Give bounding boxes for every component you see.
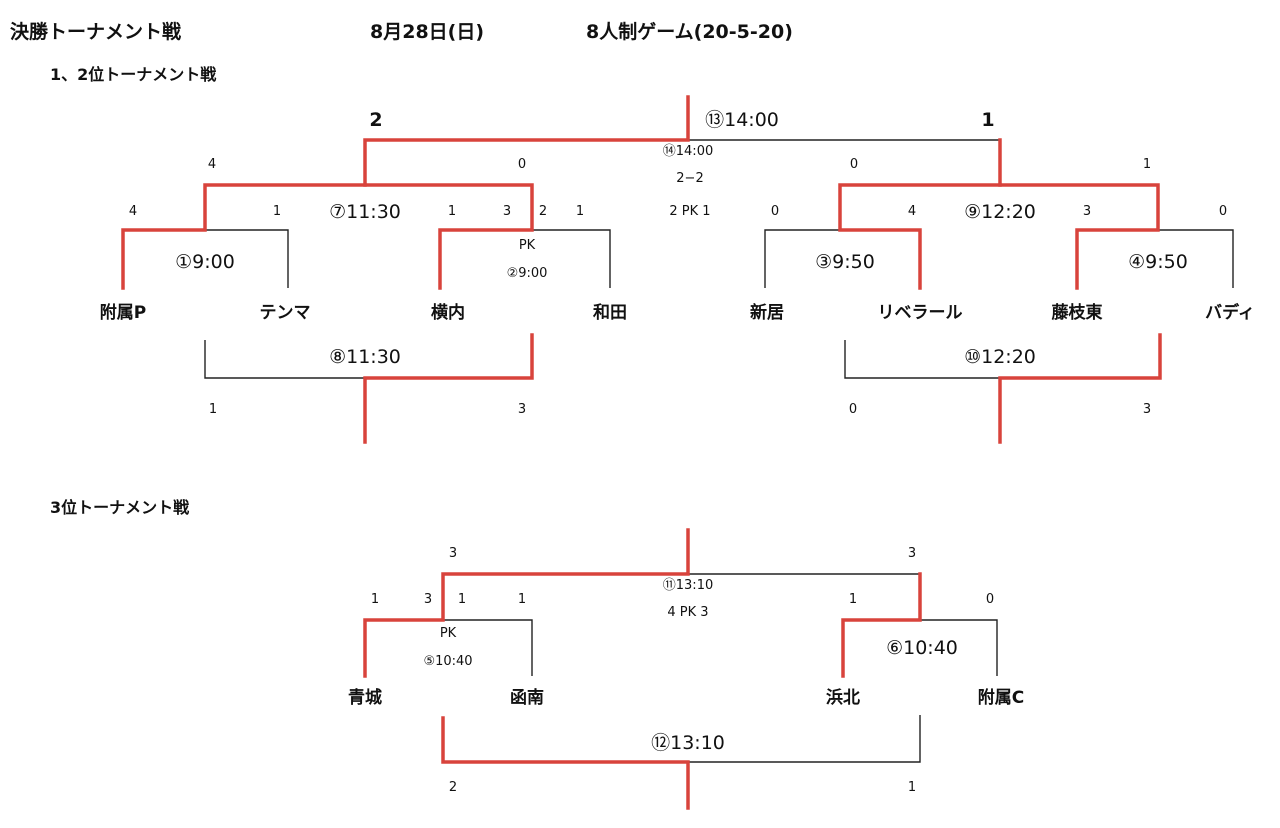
match-label-2: ②9:00 <box>507 266 548 281</box>
section2-teams: 青城 函南 浜北 附属C <box>348 687 1024 708</box>
team-name: 藤枝東 <box>1052 302 1103 323</box>
score: 0 <box>518 157 526 172</box>
team-name: リベラール <box>878 303 963 323</box>
team-name: 和田 <box>593 303 627 323</box>
match-label-14: ⑭14:00 <box>663 144 713 159</box>
score: 3 <box>424 592 432 607</box>
section1-scores: 4 1 1 3 2 1 0 4 3 0 4 0 0 1 2 1 1 3 0 3 <box>129 109 1227 417</box>
line-m10-left <box>844 340 1000 379</box>
score: 0 <box>850 157 858 172</box>
match-label-6: ⑥10:40 <box>886 637 958 659</box>
score: 3 <box>1083 204 1091 219</box>
match-label-13: ⑬14:00 <box>705 109 779 131</box>
line-m2-right <box>532 229 611 288</box>
team-name: 函南 <box>510 687 544 708</box>
score: 2 <box>539 204 547 219</box>
match-pk-14: 2 PK 1 <box>669 204 710 219</box>
section2-bracket-lines <box>363 528 998 810</box>
score: 3 <box>503 204 511 219</box>
path-fujiedahigashi <box>998 138 1160 290</box>
score: 4 <box>208 157 216 172</box>
score: 0 <box>771 204 779 219</box>
match-label-5: ⑤10:40 <box>423 654 472 669</box>
team-name: 横内 <box>431 302 465 323</box>
line-m4-right <box>1158 229 1234 288</box>
match-pk-2: PK <box>519 238 536 253</box>
match-label-12: ⑫13:10 <box>651 732 725 754</box>
match-label-11: ⑪13:10 <box>663 578 713 593</box>
match-label-8: ⑧11:30 <box>329 346 401 368</box>
team-name: テンマ <box>260 303 311 323</box>
score: 1 <box>849 592 857 607</box>
path-hamakita <box>841 572 922 678</box>
match-label-3: ③9:50 <box>815 251 875 273</box>
team-name: 附属C <box>978 687 1024 708</box>
score: 1 <box>448 204 456 219</box>
path-seijo <box>363 528 690 678</box>
team-name: 浜北 <box>826 688 860 708</box>
score: 1 <box>576 204 584 219</box>
line-m6-right <box>920 619 998 676</box>
score: 1 <box>458 592 466 607</box>
line-m11-right <box>688 573 921 620</box>
match-pk-5: PK <box>440 626 457 641</box>
team-name: 附属P <box>100 302 146 323</box>
score: 1 <box>908 780 916 795</box>
match-label-4: ④9:50 <box>1128 251 1188 273</box>
match-label-10: ⑩12:20 <box>964 346 1036 368</box>
path-m10 <box>998 333 1162 444</box>
page-title: 決勝トーナメント戦 <box>10 20 181 43</box>
line-m12-right <box>688 715 921 763</box>
score: 3 <box>518 402 526 417</box>
path-fuzoku-p <box>121 183 367 290</box>
match-label-9: ⑨12:20 <box>964 201 1036 223</box>
score: 1 <box>518 592 526 607</box>
section2-title: 3位トーナメント戦 <box>50 498 190 517</box>
score: 2 <box>449 780 457 795</box>
tournament-date: 8月28日(日) <box>370 21 484 43</box>
team-name: 青城 <box>348 687 382 708</box>
path-liberal <box>838 183 1002 290</box>
path-m12 <box>441 716 690 810</box>
score: 1 <box>371 592 379 607</box>
score: 0 <box>849 402 857 417</box>
score: 0 <box>986 592 994 607</box>
team-name: 新居 <box>750 302 784 323</box>
match-label-1: ①9:00 <box>175 251 235 273</box>
line-m8-left <box>204 340 365 379</box>
team-name: バディ <box>1205 302 1255 323</box>
section2-scores: 1 3 1 1 1 0 3 3 2 1 <box>371 546 994 795</box>
section1-teams: 附属P テンマ 横内 和田 新居 リベラール 藤枝東 バディ <box>100 302 1255 323</box>
score: 4 <box>129 204 137 219</box>
score: 4 <box>908 204 916 219</box>
section1-title: 1、2位トーナメント戦 <box>50 65 217 84</box>
score: 3 <box>908 546 916 561</box>
score: 3 <box>449 546 457 561</box>
score: 1 <box>1143 157 1151 172</box>
score: 1 <box>273 204 281 219</box>
section1-bracket-lines <box>121 95 1234 444</box>
score: 0 <box>1219 204 1227 219</box>
path-m8 <box>363 333 534 444</box>
section2-match-labels: PK ⑤10:40 ⑥10:40 ⑪13:10 4 PK 3 ⑫13:10 <box>423 578 957 754</box>
final-score: 1 <box>981 109 994 131</box>
section1-match-labels: ①9:00 PK ②9:00 ③9:50 ④9:50 ⑦11:30 ⑨12:20… <box>175 109 1188 368</box>
match-score-14: 2−2 <box>676 171 703 186</box>
game-format: 8人制ゲーム(20-5-20) <box>586 20 793 43</box>
final-score: 2 <box>369 109 382 131</box>
line-m5-right <box>443 619 533 676</box>
match-pk-11: 4 PK 3 <box>667 605 708 620</box>
line-m3-left <box>764 229 840 288</box>
path-yokouchi <box>363 95 690 290</box>
match-label-7: ⑦11:30 <box>329 201 401 223</box>
score: 3 <box>1143 402 1151 417</box>
score: 1 <box>209 402 217 417</box>
line-m1-right <box>205 229 289 288</box>
